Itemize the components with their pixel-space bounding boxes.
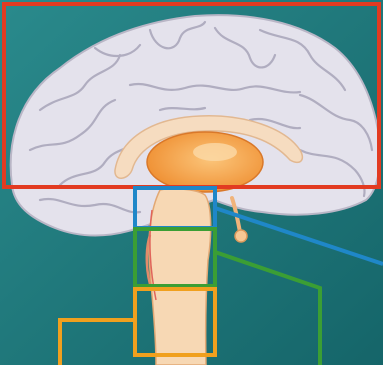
pituitary-gland	[235, 230, 247, 242]
thalamus-highlight	[193, 143, 237, 161]
thalamus	[147, 132, 263, 192]
brainstem	[149, 189, 211, 365]
